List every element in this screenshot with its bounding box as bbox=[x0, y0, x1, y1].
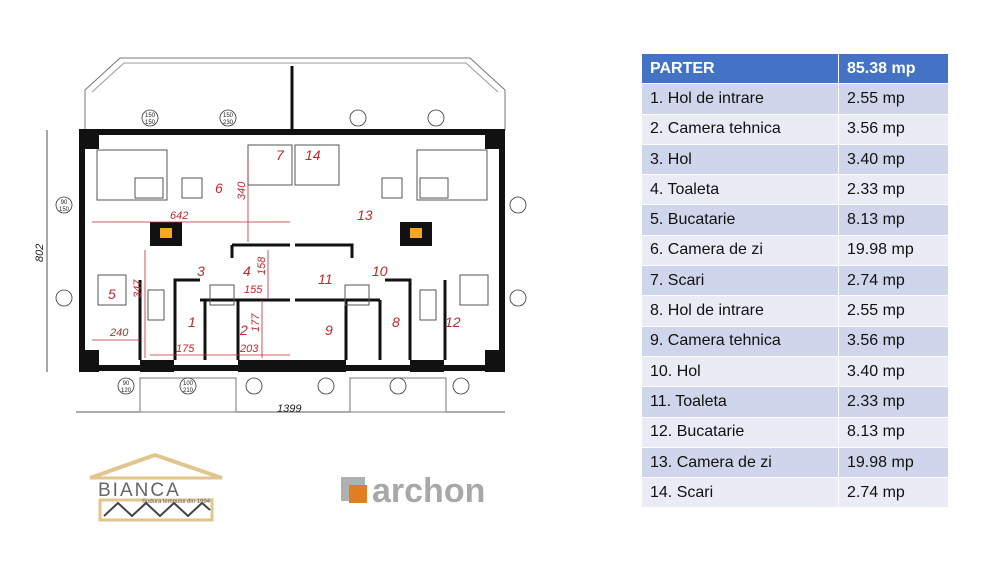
room-name: 12. Bucatarie bbox=[641, 416, 839, 448]
dimension-label: 347 bbox=[132, 279, 144, 298]
dimension-label: 642 bbox=[170, 210, 188, 222]
window-label: 150 bbox=[223, 113, 234, 119]
room-name: 14. Scari bbox=[641, 477, 839, 509]
window-label: 150 bbox=[59, 207, 70, 213]
room-11: 11 bbox=[318, 271, 333, 287]
room-area: 3.40 mp bbox=[838, 143, 949, 176]
room-name: 1. Hol de intrare bbox=[641, 83, 839, 115]
room-3: 3 bbox=[197, 263, 205, 279]
room-area: 19.98 mp bbox=[838, 446, 949, 479]
room-area: 3.56 mp bbox=[838, 325, 949, 357]
table-header-row: PARTER 85.38 mp bbox=[641, 52, 949, 85]
room-name: 13. Camera de zi bbox=[641, 446, 839, 479]
room-area: 19.98 mp bbox=[838, 234, 949, 267]
window-label: 150 bbox=[145, 120, 156, 126]
overall-width: 1399 bbox=[277, 403, 301, 415]
floor-plan: 150 150 150 230 90 150 90 120 100 210 1 … bbox=[34, 57, 527, 522]
svg-text:Sudura lemnului din 1994: Sudura lemnului din 1994 bbox=[142, 499, 211, 505]
room-area: 3.40 mp bbox=[838, 355, 949, 388]
svg-text:archon: archon bbox=[372, 472, 485, 510]
room-name: 2. Camera tehnica bbox=[641, 113, 839, 145]
bianca-logo: BIANCA Sudura lemnului din 1994 bbox=[89, 452, 223, 522]
window-label: 230 bbox=[223, 120, 234, 126]
room-10: 10 bbox=[372, 263, 388, 279]
room-4: 4 bbox=[243, 263, 251, 279]
room-name: 5. Bucatarie bbox=[641, 204, 839, 236]
window-label: 120 bbox=[121, 388, 132, 394]
room-12: 12 bbox=[445, 314, 461, 330]
dimension-label: 340 bbox=[236, 181, 248, 200]
window-label: 210 bbox=[183, 388, 194, 394]
room-7: 7 bbox=[276, 147, 285, 163]
room-name: 7. Scari bbox=[641, 265, 839, 297]
room-5: 5 bbox=[108, 286, 116, 302]
room-name: 8. Hol de intrare bbox=[641, 295, 839, 327]
room-name: 6. Camera de zi bbox=[641, 234, 839, 267]
window-label: 90 bbox=[123, 381, 130, 387]
room-6: 6 bbox=[215, 180, 223, 196]
room-name: 4. Toaleta bbox=[641, 174, 839, 206]
room-13: 13 bbox=[357, 207, 373, 223]
room-area: 3.56 mp bbox=[838, 113, 949, 145]
window-label: 150 bbox=[145, 113, 156, 119]
dimension-label: 203 bbox=[239, 343, 259, 355]
floor-total-area: 85.38 mp bbox=[838, 52, 949, 85]
window-label: 90 bbox=[61, 200, 68, 206]
room-area: 2.74 mp bbox=[838, 265, 949, 297]
room-1: 1 bbox=[188, 314, 196, 330]
archon-logo: archon bbox=[341, 472, 485, 510]
overall-height: 802 bbox=[34, 244, 46, 262]
dimension-label: 158 bbox=[256, 256, 268, 275]
dimension-label: 177 bbox=[250, 313, 262, 332]
room-9: 9 bbox=[325, 322, 333, 338]
room-name: 9. Camera tehnica bbox=[641, 325, 839, 357]
room-area: 8.13 mp bbox=[838, 204, 949, 236]
room-area: 8.13 mp bbox=[838, 416, 949, 448]
dimension-label: 175 bbox=[176, 343, 195, 355]
room-8: 8 bbox=[392, 314, 400, 330]
room-area: 2.33 mp bbox=[838, 174, 949, 206]
floor-name: PARTER bbox=[641, 52, 839, 85]
room-name: 10. Hol bbox=[641, 355, 839, 388]
dimension-label: 240 bbox=[109, 327, 129, 339]
room-14: 14 bbox=[305, 147, 321, 163]
room-area: 2.55 mp bbox=[838, 83, 949, 115]
window-label: 100 bbox=[183, 381, 194, 387]
room-name: 11. Toaleta bbox=[641, 386, 839, 418]
room-2: 2 bbox=[239, 322, 248, 338]
room-area: 2.33 mp bbox=[838, 386, 949, 418]
dimension-label: 155 bbox=[244, 284, 263, 296]
room-area: 2.55 mp bbox=[838, 295, 949, 327]
room-area: 2.74 mp bbox=[838, 477, 949, 509]
room-name: 3. Hol bbox=[641, 143, 839, 176]
svg-text:BIANCA: BIANCA bbox=[98, 480, 181, 501]
